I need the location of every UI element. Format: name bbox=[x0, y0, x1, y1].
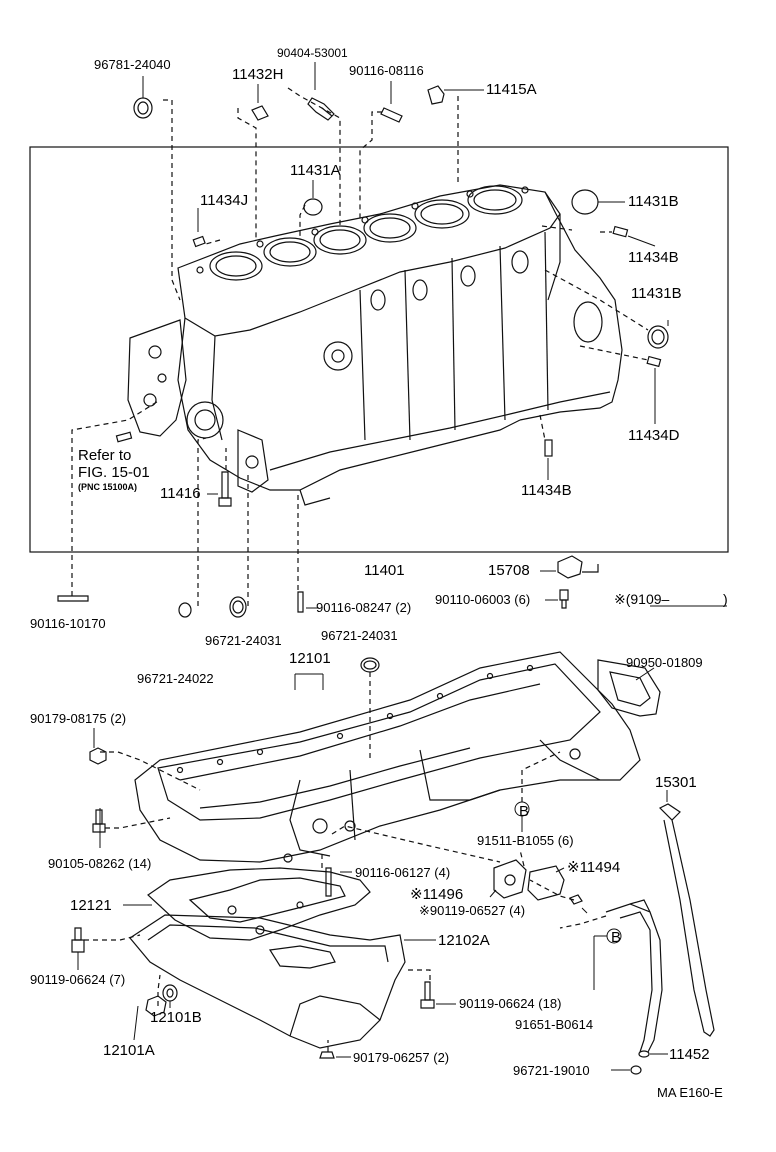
label-90119-06624-7: 90119-06624 (7) bbox=[30, 972, 126, 987]
refer-to-note: Refer to FIG. 15-01 (PNC 15100A) bbox=[78, 447, 150, 492]
label-90116-08116: 90116-08116 bbox=[349, 63, 424, 78]
label-90119-06527: ※90119-06527 (4) bbox=[419, 903, 526, 918]
label-96721-24031-b: 96721-24031 bbox=[205, 633, 282, 648]
label-11494: ※11494 bbox=[567, 859, 621, 876]
label-96781-24040: 96781-24040 bbox=[94, 57, 171, 72]
refer-to-line: Refer to bbox=[78, 447, 132, 464]
refer-fig-line: FIG. 15-01 bbox=[78, 464, 150, 482]
label-96721-24022: 96721-24022 bbox=[137, 671, 214, 686]
label-90179-06257: 90179-06257 (2) bbox=[353, 1050, 450, 1065]
refer-pnc-line: (PNC 15100A) bbox=[78, 481, 138, 492]
cylinder-block bbox=[127, 184, 623, 506]
label-91511-B1055: 91511-B1055 (6) bbox=[477, 833, 574, 848]
label-12102A: 12102A bbox=[438, 932, 490, 949]
drawing-code: MA E160-E bbox=[657, 1085, 723, 1100]
label-15301: 15301 bbox=[655, 774, 697, 791]
label-12121: 12121 bbox=[70, 897, 112, 914]
block-frame bbox=[29, 146, 729, 553]
baffle-plate bbox=[147, 867, 371, 941]
label-11415A: 11415A bbox=[486, 81, 537, 98]
label-11432H: 11432H bbox=[232, 66, 284, 83]
label-11431B-mid: 11431B bbox=[631, 285, 682, 302]
block-small-parts bbox=[115, 85, 669, 507]
label-90116-06127: 90116-06127 (4) bbox=[355, 865, 451, 880]
lower-small-parts bbox=[57, 555, 599, 673]
dipstick bbox=[605, 803, 715, 1075]
oil-pan-lower bbox=[129, 914, 406, 1049]
marker-b-2-text: B bbox=[611, 929, 622, 946]
oil-pan-upper bbox=[134, 651, 641, 863]
label-15708: 15708 bbox=[488, 562, 530, 579]
assembly-lines bbox=[71, 87, 649, 1052]
leader-lines bbox=[77, 62, 669, 1071]
label-91651-B0614: 91651-B0614 bbox=[515, 1017, 594, 1032]
label-11434B-bottom: 11434B bbox=[521, 482, 572, 499]
label-11431A: 11431A bbox=[290, 162, 341, 179]
label-11434D: 11434D bbox=[628, 427, 680, 444]
label-90105-08262: 90105-08262 (14) bbox=[48, 856, 152, 871]
label-90950-01809: 90950-01809 bbox=[626, 655, 703, 670]
label-90110-06003: 90110-06003 (6) bbox=[435, 592, 531, 607]
label-11452: 11452 bbox=[669, 1046, 710, 1063]
label-12101: 12101 bbox=[289, 650, 331, 667]
label-11496: ※11496 bbox=[410, 886, 464, 903]
label-90404-53001: 90404-53001 bbox=[277, 46, 348, 60]
label-12101B: 12101B bbox=[150, 1009, 202, 1026]
label-11434J: 11434J bbox=[200, 192, 249, 209]
label-11416: 11416 bbox=[160, 485, 201, 502]
label-90116-08247: 90116-08247 (2) bbox=[316, 600, 412, 615]
label-11431B-top: 11431B bbox=[628, 193, 679, 210]
label-96721-19010: 96721-19010 bbox=[513, 1063, 590, 1078]
label-96721-24031-a: 96721-24031 bbox=[321, 628, 398, 643]
label-90119-06624-18: 90119-06624 (18) bbox=[459, 996, 562, 1011]
label-12101A: 12101A bbox=[103, 1042, 155, 1059]
marker-b-1-text: B bbox=[519, 803, 530, 820]
label-90179-08175: 90179-08175 (2) bbox=[30, 711, 127, 726]
label-11434B-top: 11434B bbox=[628, 249, 679, 266]
label-11401: 11401 bbox=[364, 562, 405, 579]
label-9109-close: ) bbox=[723, 591, 728, 607]
label-9109-note: ※(9109– bbox=[614, 591, 670, 607]
label-90116-10170: 90116-10170 bbox=[30, 616, 106, 631]
